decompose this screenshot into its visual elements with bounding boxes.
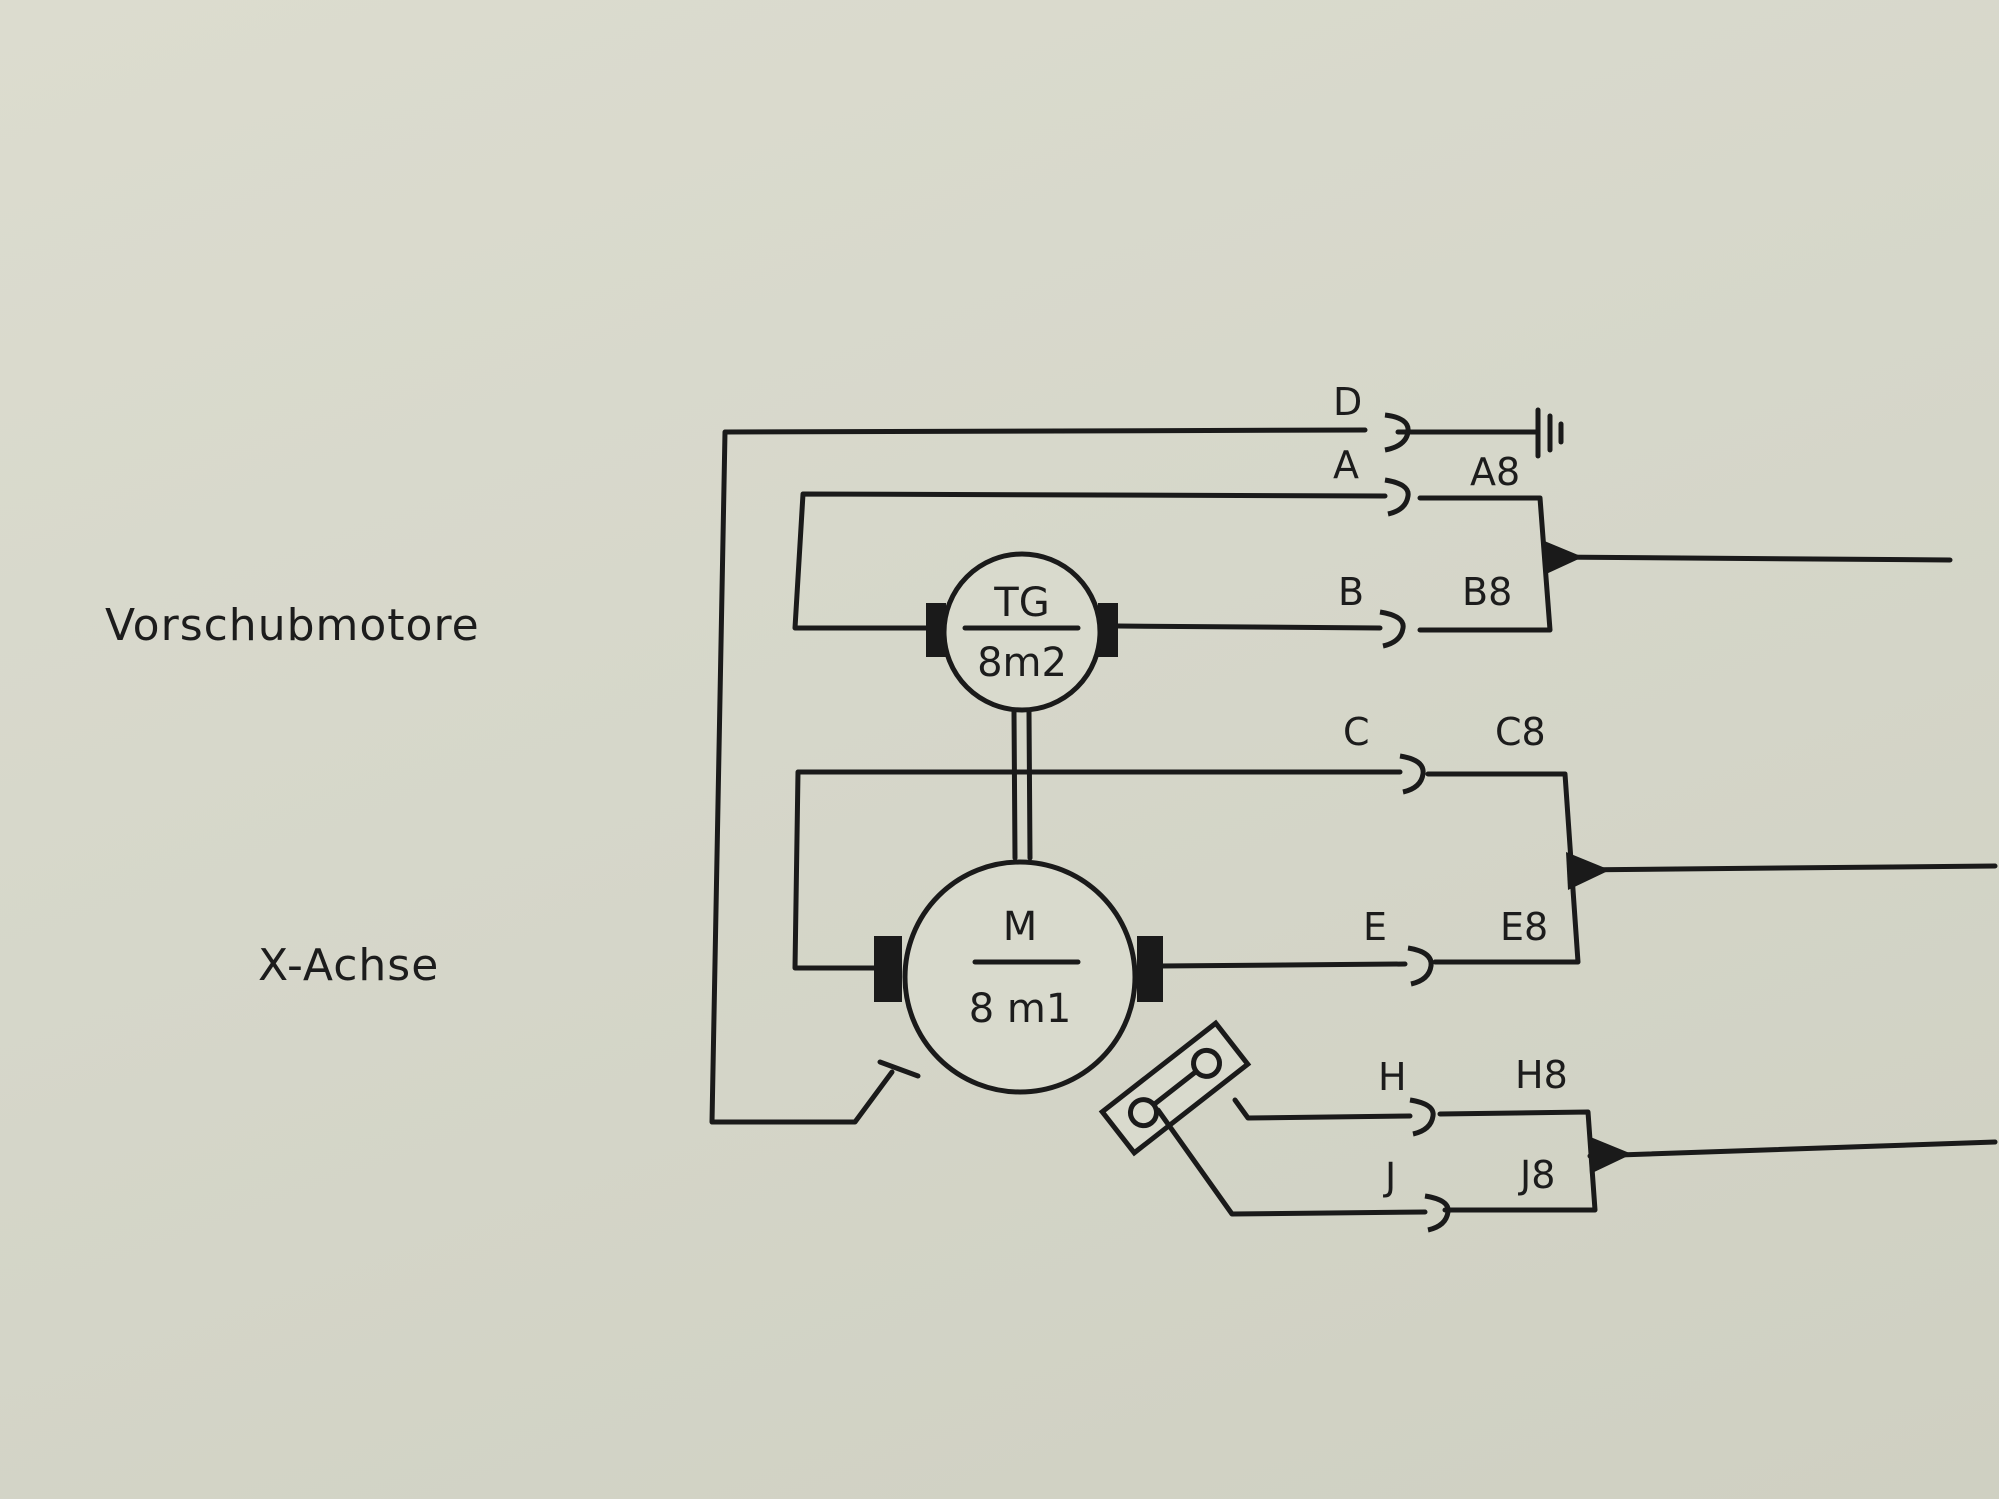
- socket-e-icon: [1407, 945, 1434, 987]
- terminal-e8: E8: [1500, 905, 1548, 949]
- wire-e: [1157, 961, 1408, 969]
- wire-h8-j8-bracket: [1437, 1109, 1598, 1213]
- wire-c: [792, 769, 1403, 971]
- wire-a: [792, 491, 1388, 631]
- shaft-right: [1026, 709, 1033, 861]
- motor-brush-left-icon: [874, 936, 902, 1002]
- terminal-h: H: [1378, 1055, 1407, 1099]
- terminal-j8: J8: [1518, 1153, 1555, 1197]
- socket-b-icon: [1379, 609, 1406, 649]
- switch-contact-left-icon: [1127, 1097, 1159, 1129]
- terminal-b8: B8: [1462, 570, 1512, 614]
- tacho-brush-right-icon: [1098, 603, 1118, 657]
- cable-connector-ab-icon: [1542, 540, 1583, 575]
- socket-a-icon: [1384, 477, 1411, 517]
- socket-c-icon: [1399, 753, 1426, 795]
- limit-switch: [1098, 1019, 1252, 1157]
- terminal-c: C: [1343, 710, 1370, 754]
- terminal-c8: C8: [1495, 710, 1546, 754]
- terminal-d: D: [1333, 380, 1362, 424]
- cable-connector-hj-icon: [1588, 1136, 1632, 1174]
- tacho-code: 8m2: [977, 640, 1067, 686]
- shaft-left: [1011, 709, 1018, 861]
- wire-b: [1115, 623, 1383, 631]
- ground-icon: [1395, 407, 1564, 459]
- motor-code: 8 m1: [969, 986, 1072, 1032]
- brake-stub: [877, 1059, 921, 1079]
- wire-h: [1232, 1097, 1413, 1121]
- terminal-j: J: [1383, 1155, 1396, 1199]
- group-label-x-achse: X-Achse: [258, 940, 439, 991]
- tacho-brush-left-icon: [926, 603, 946, 657]
- tacho-generator: TG 8m2: [926, 551, 1118, 713]
- motor-name: M: [1003, 904, 1038, 950]
- terminal-h8: H8: [1515, 1053, 1568, 1097]
- terminal-e: E: [1363, 905, 1387, 949]
- socket-d-icon: [1384, 412, 1411, 453]
- group-label-vorschubmotore: Vorschubmotore: [105, 600, 480, 651]
- main-motor: M 8 m1: [874, 859, 1163, 1095]
- terminal-a8: A8: [1470, 450, 1520, 494]
- motor-circle: [902, 859, 1138, 1095]
- wire-ground-loop: [709, 427, 1368, 1125]
- wire-j: [1155, 1107, 1428, 1217]
- terminal-b: B: [1338, 570, 1364, 614]
- cable-hj: [1587, 1139, 1998, 1159]
- cable-ab: [1545, 554, 1953, 563]
- cable-connector-ce-icon: [1566, 852, 1610, 890]
- terminal-a: A: [1333, 443, 1359, 487]
- cable-ce: [1569, 863, 1998, 873]
- socket-j-icon: [1424, 1193, 1451, 1233]
- motor-brush-right-icon: [1137, 936, 1163, 1002]
- switch-contact-right-icon: [1191, 1047, 1223, 1079]
- tacho-circle: [941, 551, 1103, 713]
- socket-h-icon: [1409, 1097, 1436, 1137]
- tacho-name: TG: [993, 580, 1049, 626]
